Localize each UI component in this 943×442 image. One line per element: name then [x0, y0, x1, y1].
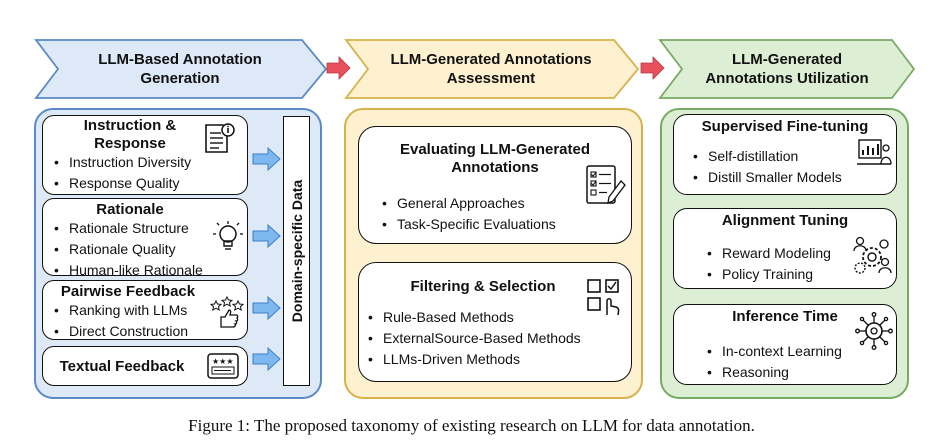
stars-thumbsup-icon [209, 295, 245, 328]
evaluating-annotations-box: Evaluating LLM-Generated Annotations Gen… [358, 126, 632, 244]
blue-arrow-4 [252, 346, 281, 372]
domain-specific-data-label: Domain-specific Data [288, 179, 305, 323]
figure-caption: Figure 1: The proposed taxonomy of exist… [188, 416, 755, 435]
title-line: Evaluating LLM-Generated [399, 141, 591, 158]
inference-time-list: In-context Learning Reasoning [706, 341, 842, 383]
red-arrow-1 [326, 56, 351, 80]
chart-person-icon [857, 139, 892, 165]
stage1-header-line1: LLM-Based Annotation [98, 51, 262, 68]
evaluating-annotations-title: Evaluating LLM-Generated Annotations [367, 141, 623, 177]
list-item: Policy Training [706, 264, 831, 285]
supervised-finetuning-list: Self-distillation Distill Smaller Models [692, 146, 842, 188]
filtering-selection-list: Rule-Based Methods ExternalSource-Based … [367, 307, 581, 370]
domain-specific-data-bar: Domain-specific Data [283, 116, 310, 386]
title-line: Annotations [451, 159, 539, 176]
rationale-list: Rationale Structure Rationale Quality Hu… [53, 218, 203, 281]
blue-arrow-2 [252, 223, 281, 249]
lightbulb-icon [213, 221, 243, 250]
inference-time-box: Inference Time In-context Learning Reaso… [673, 304, 897, 385]
stage2-header: LLM-Generated Annotations Assessment [366, 40, 616, 98]
title-line: Response [94, 135, 166, 152]
alignment-tuning-box: Alignment Tuning Reward Modeling Policy … [673, 208, 897, 289]
list-item: Rationale Structure [53, 218, 203, 239]
blue-arrow-3 [252, 295, 281, 321]
stage2-header-line1: LLM-Generated Annotations [390, 51, 592, 68]
list-item: General Approaches [381, 193, 556, 214]
textual-feedback-title: Textual Feedback [59, 358, 185, 375]
list-item: Human-like Rationale [53, 260, 203, 281]
list-item: LLMs-Driven Methods [367, 349, 581, 370]
stage3-header: LLM-Generated Annotations Utilization [680, 40, 894, 98]
stage3-header-line2: Annotations Utilization [705, 70, 869, 87]
instruction-response-list: Instruction Diversity Response Quality [53, 152, 191, 194]
instruction-response-box: Instruction & Response Instruction Diver… [42, 115, 248, 195]
list-item: Reward Modeling [706, 243, 831, 264]
rating-card-icon: ★★★ [207, 353, 239, 379]
ai-chip-icon [855, 312, 893, 350]
pairwise-feedback-title: Pairwise Feedback [60, 283, 196, 300]
pairwise-feedback-box: Pairwise Feedback Ranking with LLMs Dire… [42, 280, 248, 342]
list-item: ExternalSource-Based Methods [367, 328, 581, 349]
svg-text:★★★: ★★★ [212, 357, 234, 366]
supervised-finetuning-box: Supervised Fine-tuning Self-distillation… [673, 114, 897, 195]
textual-feedback-box: Textual Feedback ★★★ [42, 346, 248, 386]
list-item: Ranking with LLMs [53, 300, 188, 321]
stage1-header-line2: Generation [140, 70, 220, 87]
inference-time-title: Inference Time [732, 308, 838, 325]
stage1-header-shape [34, 39, 328, 99]
stage2-header-line2: Assessment [446, 70, 536, 87]
list-item: Direct Construction [53, 321, 188, 342]
list-item: Response Quality [53, 173, 191, 194]
list-item: Reasoning [706, 362, 842, 383]
checklist-pencil-icon [586, 165, 626, 205]
rationale-title: Rationale [96, 201, 164, 218]
red-arrow-2 [640, 56, 665, 80]
stage3-header-line1: LLM-Generated [731, 51, 842, 68]
list-item: Rule-Based Methods [367, 307, 581, 328]
supervised-finetuning-title: Supervised Fine-tuning [701, 118, 869, 135]
list-item: Instruction Diversity [53, 152, 191, 173]
list-item: Rationale Quality [53, 239, 203, 260]
title-line: Instruction & [83, 117, 177, 134]
list-item: In-context Learning [706, 341, 842, 362]
stage3-header-shape [658, 39, 916, 99]
select-grid-icon [587, 279, 620, 316]
alignment-tuning-title: Alignment Tuning [721, 212, 849, 229]
document-info-icon [205, 123, 235, 153]
list-item: Distill Smaller Models [692, 167, 842, 188]
pairwise-feedback-list: Ranking with LLMs Direct Construction [53, 300, 188, 342]
filtering-selection-title: Filtering & Selection [410, 278, 556, 295]
stage2-header-shape [344, 39, 640, 99]
instruction-response-title: Instruction & Response [73, 117, 187, 153]
filtering-selection-box: Filtering & Selection Rule-Based Methods… [358, 262, 632, 382]
list-item: Task-Specific Evaluations [381, 214, 556, 235]
alignment-tuning-list: Reward Modeling Policy Training [706, 243, 831, 285]
list-item: Self-distillation [692, 146, 842, 167]
people-gear-icon [853, 236, 892, 274]
evaluating-annotations-list: General Approaches Task-Specific Evaluat… [381, 193, 556, 235]
blue-arrow-1 [252, 146, 281, 172]
stage1-header: LLM-Based Annotation Generation [56, 40, 304, 98]
rationale-box: Rationale Rationale Structure Rationale … [42, 198, 248, 281]
